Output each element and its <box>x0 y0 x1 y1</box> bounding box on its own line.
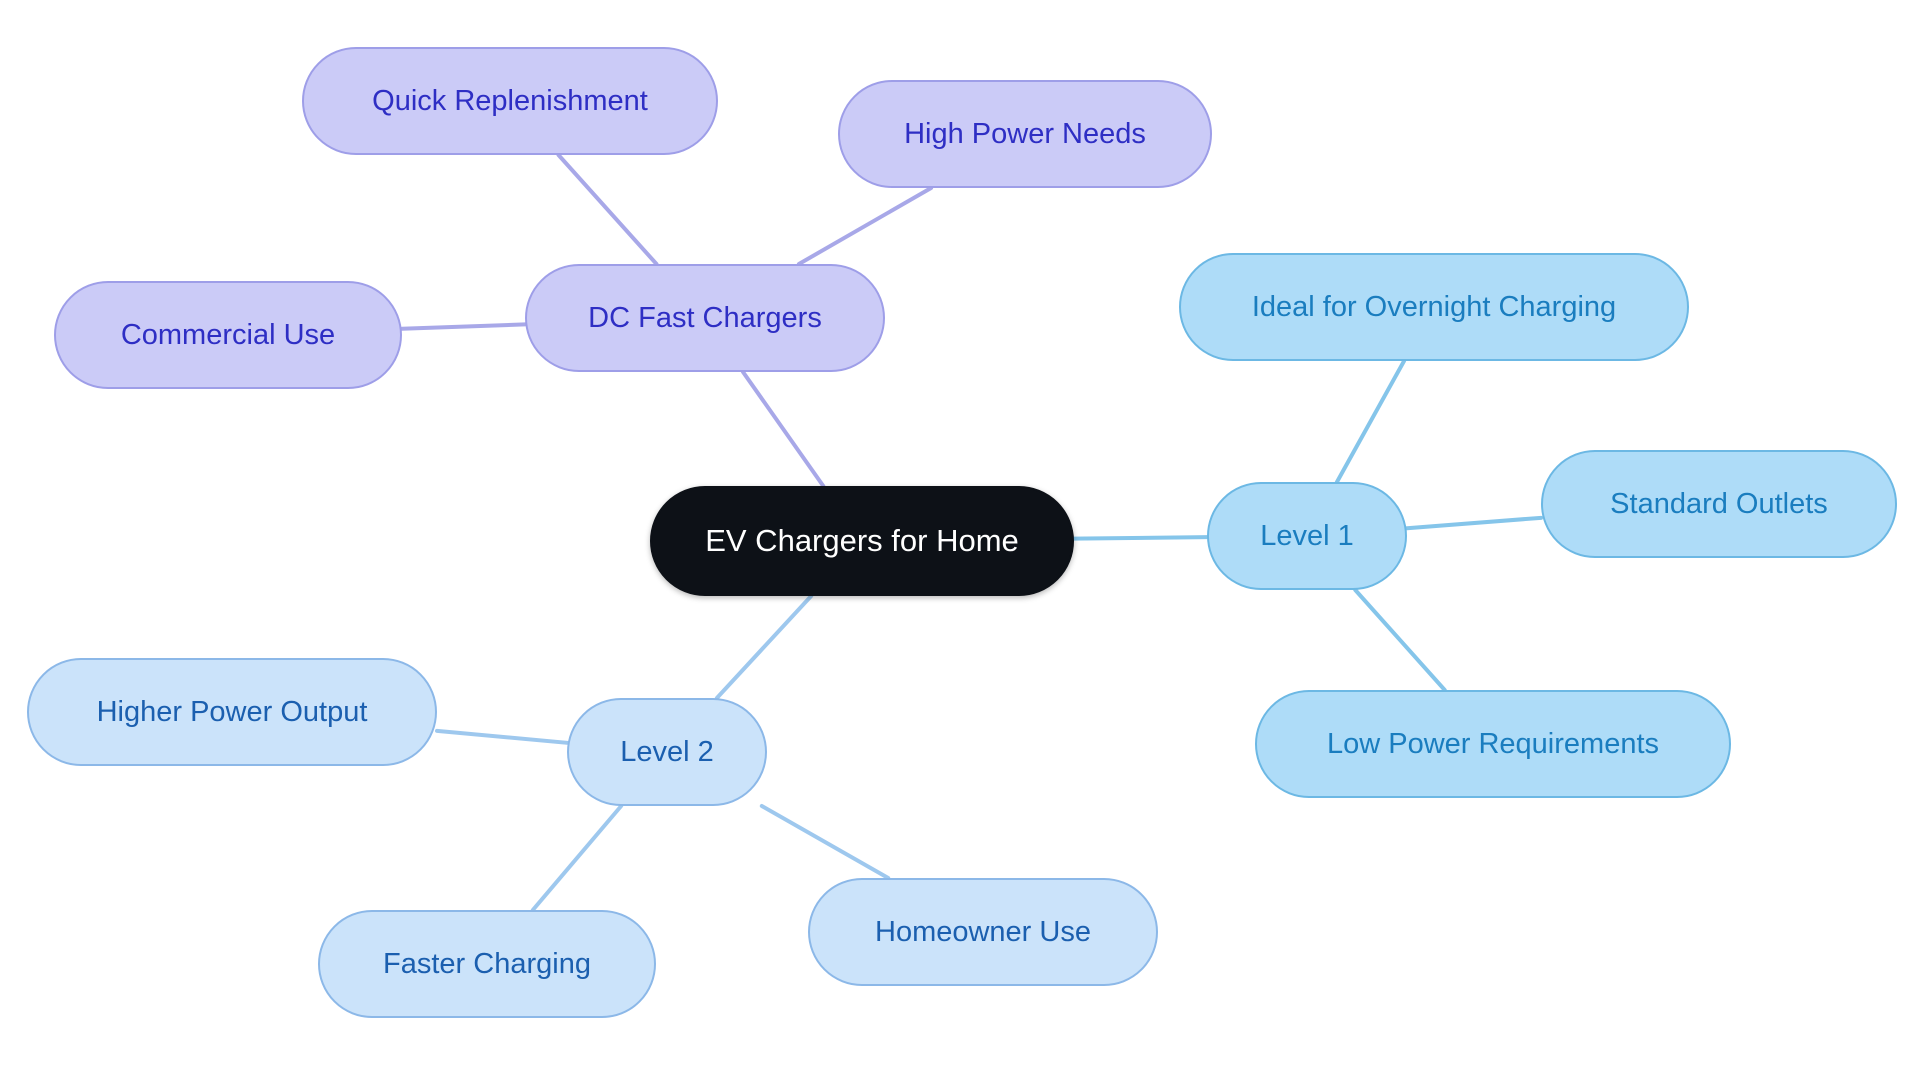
node-faster-charging-label: Faster Charging <box>383 947 591 980</box>
node-low-power-requirements[interactable]: Low Power Requirements <box>1255 690 1731 798</box>
node-high-power-needs[interactable]: High Power Needs <box>838 80 1212 188</box>
node-dc-fast-chargers[interactable]: DC Fast Chargers <box>525 264 885 372</box>
edge-dc-fast-chargers-to-high-power-needs <box>796 186 934 266</box>
node-low-power-requirements-label: Low Power Requirements <box>1326 727 1660 760</box>
node-faster-charging[interactable]: Faster Charging <box>318 910 656 1018</box>
node-ideal-for-overnight-charging-label: Ideal for Overnight Charging <box>1251 290 1617 323</box>
node-higher-power-output[interactable]: Higher Power Output <box>27 658 437 766</box>
edge-level-2-to-faster-charging <box>530 804 624 912</box>
node-level-1[interactable]: Level 1 <box>1207 482 1407 590</box>
node-quick-replenishment[interactable]: Quick Replenishment <box>302 47 718 155</box>
node-high-power-needs-label: High Power Needs <box>904 117 1146 150</box>
node-standard-outlets-label: Standard Outlets <box>1610 487 1828 520</box>
node-dc-fast-chargers-label: DC Fast Chargers <box>588 301 822 334</box>
edge-root-to-dc-fast-chargers <box>741 370 826 488</box>
edge-level-1-to-ideal-for-overnight-charging <box>1334 359 1407 484</box>
node-root-label: EV Chargers for Home <box>705 523 1019 559</box>
node-standard-outlets[interactable]: Standard Outlets <box>1541 450 1897 558</box>
node-level-1-label: Level 1 <box>1260 519 1354 552</box>
edge-root-to-level-1 <box>1072 535 1209 541</box>
node-homeowner-use-label: Homeowner Use <box>875 915 1091 948</box>
node-level-2-label: Level 2 <box>620 735 714 768</box>
node-commercial-use-label: Commercial Use <box>120 318 336 351</box>
node-homeowner-use[interactable]: Homeowner Use <box>808 878 1158 986</box>
node-ideal-for-overnight-charging[interactable]: Ideal for Overnight Charging <box>1179 253 1689 361</box>
node-higher-power-output-label: Higher Power Output <box>96 695 368 728</box>
edge-level-1-to-low-power-requirements <box>1353 588 1447 692</box>
edge-level-2-to-homeowner-use <box>759 804 891 880</box>
edge-dc-fast-chargers-to-commercial-use <box>400 322 527 331</box>
node-level-2[interactable]: Level 2 <box>567 698 767 806</box>
edge-level-2-to-higher-power-output <box>435 728 569 745</box>
node-commercial-use[interactable]: Commercial Use <box>54 281 402 389</box>
edge-root-to-level-2 <box>714 594 814 700</box>
edge-level-1-to-standard-outlets <box>1405 515 1543 531</box>
node-root[interactable]: EV Chargers for Home <box>650 486 1074 596</box>
edge-dc-fast-chargers-to-quick-replenishment <box>556 153 659 266</box>
node-quick-replenishment-label: Quick Replenishment <box>372 84 648 117</box>
